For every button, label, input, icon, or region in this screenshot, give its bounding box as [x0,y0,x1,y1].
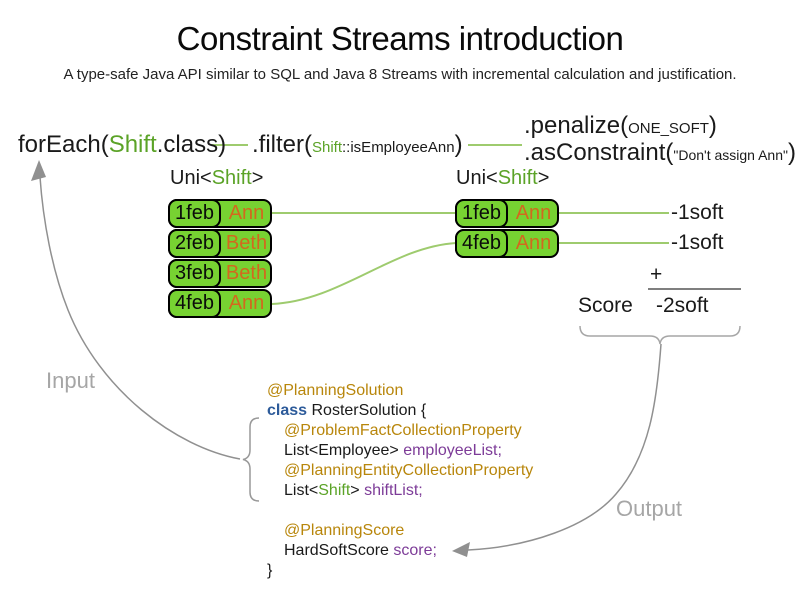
shift-row-output-4feb: 4feb Ann [455,229,559,258]
output-stream-type-label: Uni<Shift> [456,167,549,190]
shift-row-output-1feb: 1feb Ann [455,199,559,228]
code-shift-list-mid: > [350,482,365,499]
shift-date: 4feb [168,289,221,318]
code-penalize: .penalize(ONE_SOFT) [524,112,717,140]
stream-connector-4feb [271,242,457,305]
code-employee-list-var: employeeList; [403,442,502,459]
shift-date: 4feb [455,229,508,258]
input-arrow-head-icon [31,160,46,181]
code-foreach: forEach(Shift.class) [18,131,226,159]
output-arrow-curve [467,343,662,551]
code-annotation-planning-entity: @PlanningEntityCollectionProperty [284,462,534,479]
code-score-type: HardSoftScore [284,542,394,559]
code-keyword-class: class [267,402,308,419]
code-closing-brace: } [267,562,273,579]
shift-row-input-2feb: 2feb Beth [168,229,272,258]
input-label: Input [46,368,95,393]
foreach-pre: forEach( [18,131,109,158]
asconstraint-arg: "Don't assign Ann" [673,147,788,163]
penalty-value-1: -1soft [671,201,724,224]
code-annotation-problem-fact: @ProblemFactCollectionProperty [284,422,522,439]
output-arrow-head-icon [452,542,470,557]
shift-date: 1feb [455,199,508,228]
uni-post: > [537,167,550,189]
code-employee-list: List<Employee> employeeList; [284,442,502,460]
penalty-value-2: -1soft [671,231,724,254]
penalize-pre: .penalize( [524,112,629,139]
foreach-type: Shift [108,131,157,158]
score-total: -2soft [656,294,709,317]
code-employee-list-type: List<Employee> [284,442,404,459]
uni-type: Shift [211,167,252,189]
uni-pre: Uni< [170,167,212,189]
filter-type: Shift [312,139,343,156]
asconstraint-pre: .asConstraint( [524,139,674,166]
code-filter: .filter(Shift::isEmployeeAnn) [252,131,463,159]
shift-employee: Ann [228,202,265,224]
shift-row-input-4feb: 4feb Ann [168,289,272,318]
code-score-field: HardSoftScore score; [284,542,437,560]
code-annotation-planning-solution: @PlanningSolution [267,382,404,399]
code-shift-list-type: Shift [318,482,351,499]
code-class-declaration: class RosterSolution { [267,402,426,420]
code-annotation-planning-score: @PlanningScore [284,522,405,539]
page-title: Constraint Streams introduction [176,20,624,57]
shift-employee: Beth [225,262,268,284]
subtitle: A type-safe Java API similar to SQL and … [63,66,737,83]
shift-row-input-3feb: 3feb Beth [168,259,272,288]
shift-row-input-1feb: 1feb Ann [168,199,272,228]
foreach-post: .class) [156,131,227,158]
uni-type: Shift [497,167,538,189]
filter-method: ::isEmployeeAnn [342,139,455,156]
filter-pre: .filter( [252,131,312,158]
shift-employee: Ann [515,232,552,254]
code-shift-list-var: shiftList; [364,482,423,499]
code-asconstraint: .asConstraint("Don't assign Ann") [524,139,796,167]
shift-employee: Ann [515,202,552,224]
uni-post: > [251,167,264,189]
uni-pre: Uni< [456,167,498,189]
shift-date: 2feb [168,229,221,258]
shift-date: 1feb [168,199,221,228]
asconstraint-post: ) [787,139,796,166]
code-class-name: RosterSolution { [307,402,427,419]
code-shift-list: List<Shift> shiftList; [284,482,423,500]
shift-employee: Beth [225,232,268,254]
input-arrow-curve [39,176,241,460]
code-score-var: score; [393,542,437,559]
output-label: Output [616,496,683,521]
code-shift-list-pre: List< [284,482,319,499]
shift-employee: Ann [228,292,265,314]
filter-post: ) [454,131,463,158]
sum-plus-sign: + [650,263,663,286]
shift-date: 3feb [168,259,221,288]
code-group-brace [242,417,260,502]
input-stream-type-label: Uni<Shift> [170,167,263,190]
score-label: Score [578,294,633,317]
score-bracket [579,325,741,345]
penalize-arg: ONE_SOFT [628,120,709,137]
penalize-post: ) [708,112,717,139]
